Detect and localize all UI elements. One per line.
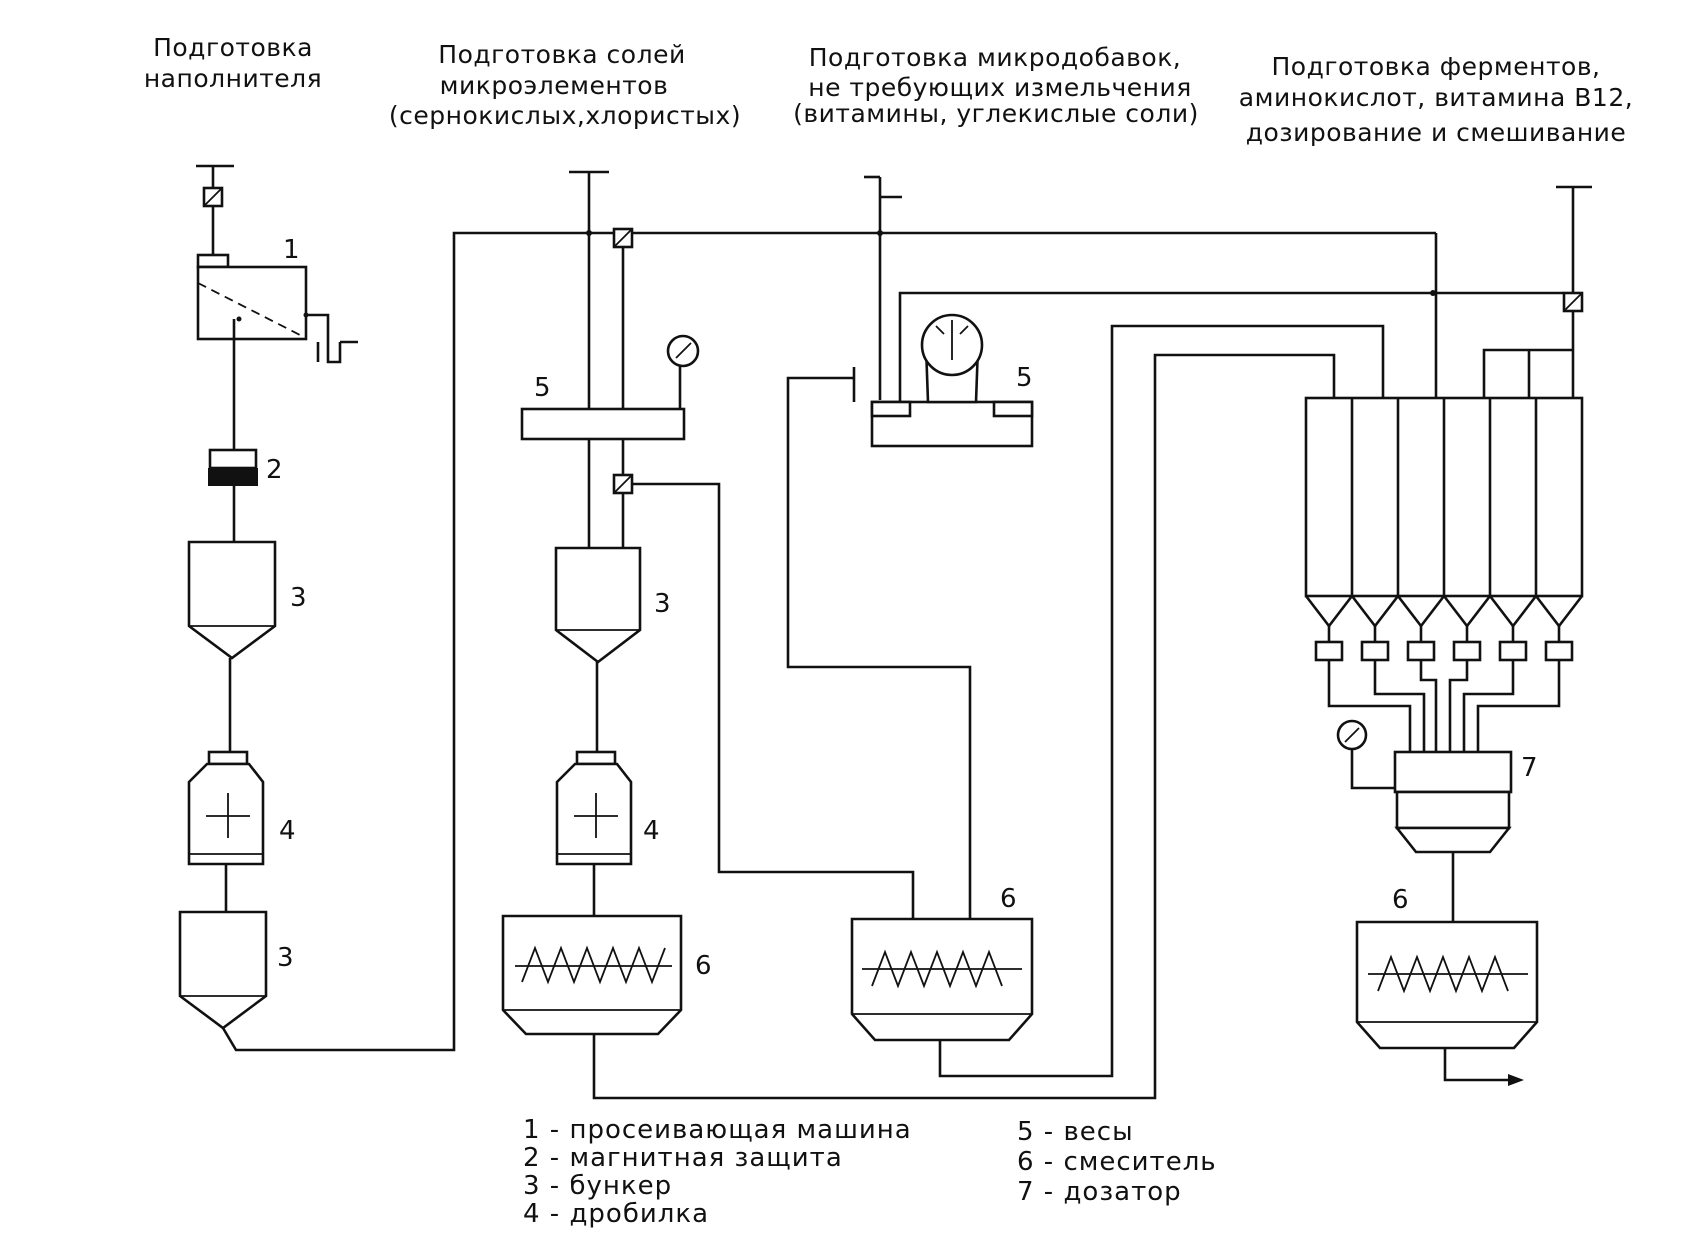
header-salts-line-3: (сернокислых,хлористых) xyxy=(389,101,741,130)
column-micro: 5 6 xyxy=(786,175,1436,1078)
column-salts: 5 3 4 6 xyxy=(501,170,1336,1100)
legend-item: 4 - дробилка xyxy=(523,1199,709,1229)
bunker xyxy=(187,540,277,660)
legend-item: 5 - весы xyxy=(1017,1117,1134,1147)
header-filler-line-1: Подготовка xyxy=(153,33,313,62)
bunker xyxy=(554,546,642,664)
header-enzymes-line-1: Подготовка ферментов, xyxy=(1271,52,1600,81)
sieving-machine xyxy=(196,253,358,364)
valve-icon xyxy=(612,227,634,249)
header-micro-line-2: не требующих измельчения xyxy=(808,73,1192,102)
header-filler-line-2: наполнителя xyxy=(144,64,322,93)
header-enzymes-line-3: дозирование и смешивание xyxy=(1246,118,1627,147)
label-6c: 6 xyxy=(1392,885,1409,915)
header-salts-line-2: микроэлементов xyxy=(440,71,669,100)
legend: 1 - просеивающая машина 2 - магнитная за… xyxy=(523,1115,1217,1229)
crusher xyxy=(187,750,265,866)
label-3b: 3 xyxy=(277,943,294,973)
label-1: 1 xyxy=(283,235,300,265)
legend-item: 3 - бункер xyxy=(523,1171,672,1201)
header-micro: Подготовка микродобавок, не требующих из… xyxy=(793,43,1199,128)
mixer xyxy=(501,914,683,1036)
column-filler: 1 2 3 4 3 xyxy=(178,164,1436,1052)
label-3a: 3 xyxy=(290,583,307,613)
header-salts: Подготовка солей микроэлементов (серноки… xyxy=(389,40,741,130)
header-enzymes-line-2: аминокислот, витамина B12, xyxy=(1239,83,1633,112)
column-enzymes: 7 6 xyxy=(1304,185,1592,1086)
label-6b: 6 xyxy=(1000,884,1017,914)
legend-item: 6 - смеситель xyxy=(1017,1147,1217,1177)
crusher xyxy=(555,750,633,866)
valve-icon xyxy=(612,473,634,495)
legend-item: 1 - просеивающая машина xyxy=(523,1115,912,1145)
valve-icon xyxy=(202,186,224,208)
magnetic-protection xyxy=(208,448,258,486)
header-filler: Подготовка наполнителя xyxy=(144,33,322,93)
scales xyxy=(520,334,700,441)
valve-icon xyxy=(1562,291,1584,313)
mixer xyxy=(850,917,1034,1042)
header-micro-line-3: (витамины, углекислые соли) xyxy=(793,99,1199,128)
label-5a: 5 xyxy=(534,373,551,403)
mixer xyxy=(1355,920,1539,1050)
label-5b: 5 xyxy=(1016,363,1033,393)
header-enzymes: Подготовка ферментов, аминокислот, витам… xyxy=(1239,52,1633,147)
label-4a: 4 xyxy=(279,816,296,846)
silo-bank xyxy=(1304,396,1584,629)
bunker xyxy=(178,910,268,1030)
legend-item: 7 - дозатор xyxy=(1017,1177,1182,1207)
dial-scales xyxy=(870,313,1034,448)
label-2: 2 xyxy=(266,455,283,485)
dosing-unit xyxy=(1336,719,1513,854)
legend-item: 2 - магнитная защита xyxy=(523,1143,843,1173)
label-7: 7 xyxy=(1521,753,1538,783)
label-3c: 3 xyxy=(654,589,671,619)
header-micro-line-1: Подготовка микродобавок, xyxy=(809,43,1182,72)
header-salts-line-1: Подготовка солей xyxy=(438,40,685,69)
label-6a: 6 xyxy=(695,951,712,981)
label-4b: 4 xyxy=(643,816,660,846)
feeder-row xyxy=(1314,626,1574,752)
